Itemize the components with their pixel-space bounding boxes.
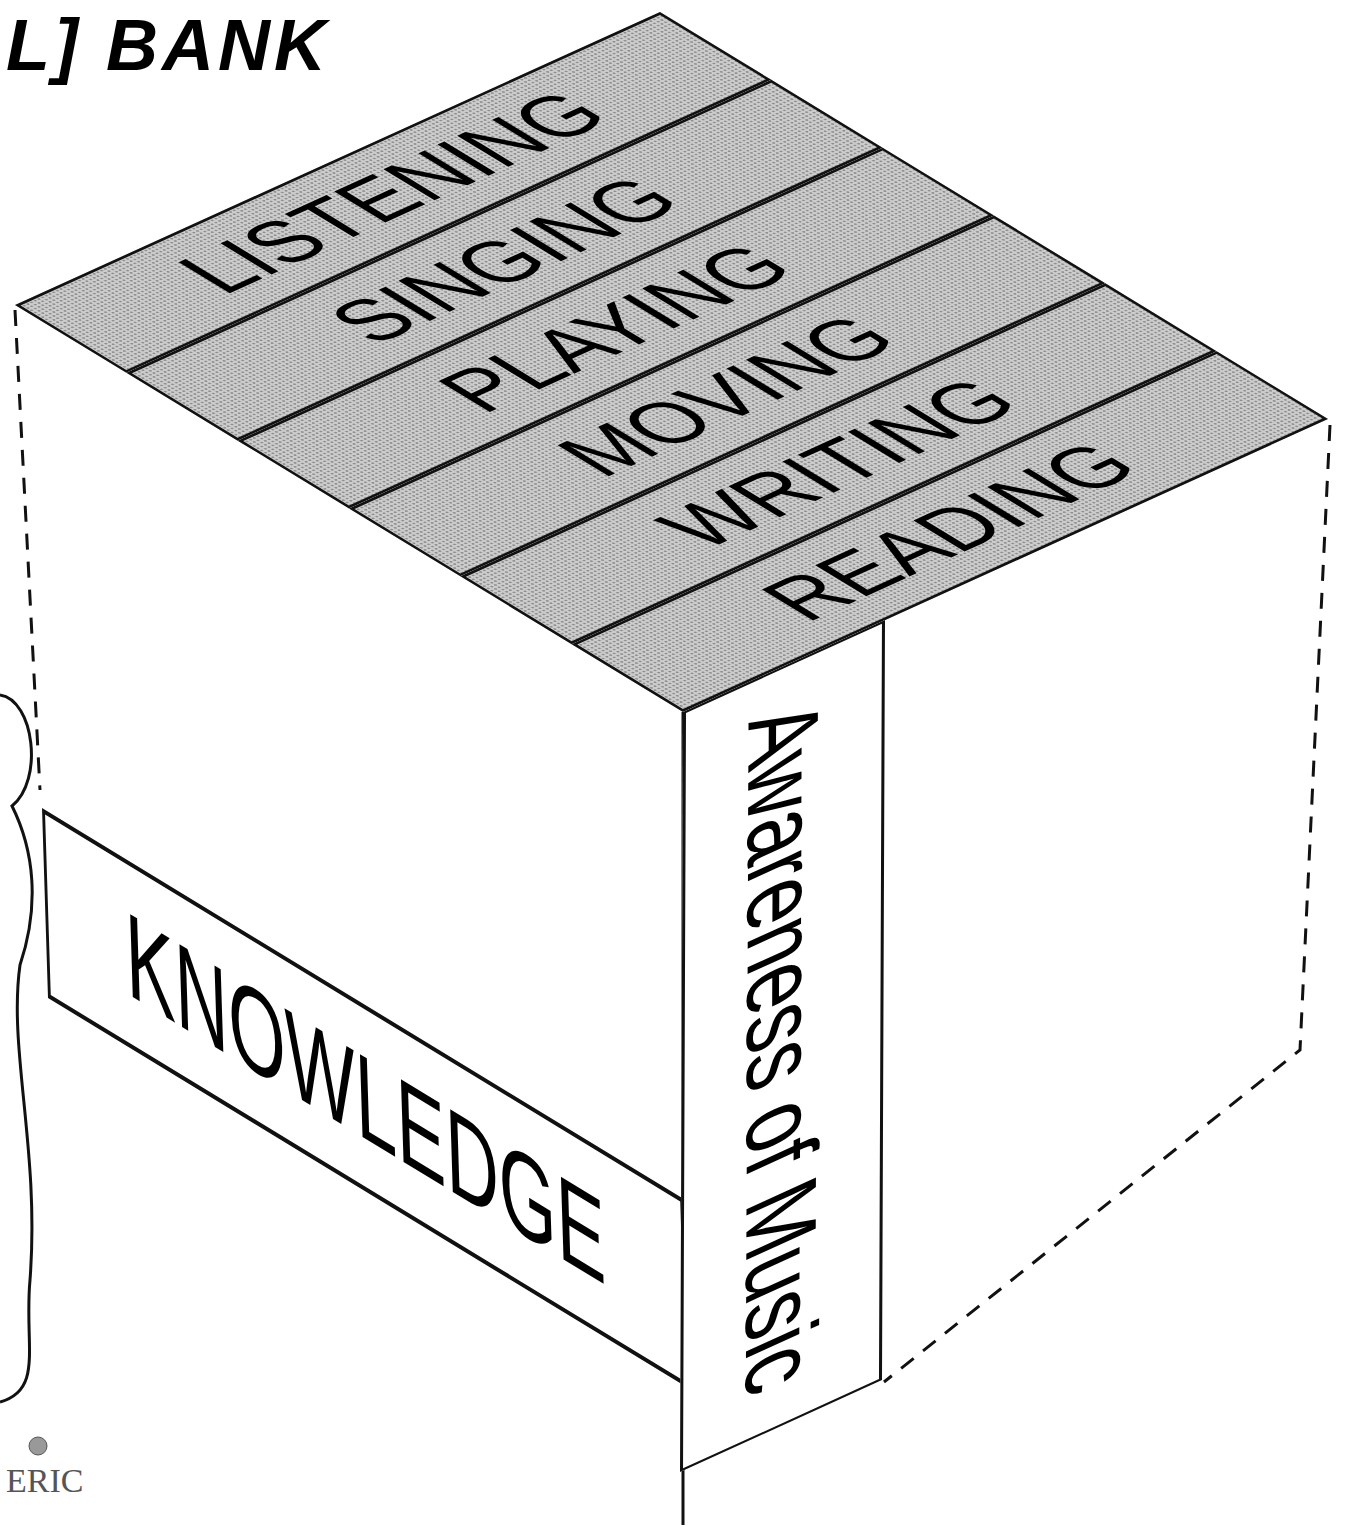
awareness-band: Awareness of Music xyxy=(680,620,885,1472)
logo-dot xyxy=(29,1437,47,1455)
hidden-edge xyxy=(15,310,40,790)
page-title: L] BANK xyxy=(6,4,330,86)
logo-text: ERIC xyxy=(6,1462,83,1500)
band-label: KNOWLEDGE xyxy=(124,892,608,1305)
figure-outline xyxy=(0,695,32,1402)
band-label: Awareness of Music xyxy=(731,684,835,1409)
knowledge-band: KNOWLEDGE xyxy=(42,808,689,1389)
eric-logo xyxy=(29,1437,47,1455)
